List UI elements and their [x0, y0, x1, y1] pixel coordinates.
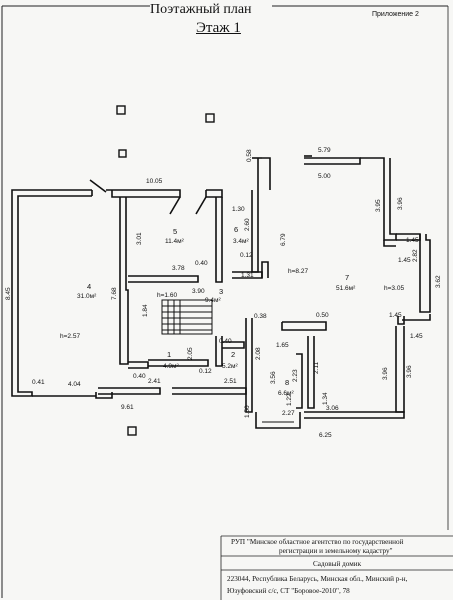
floor-label: Этаж 1	[196, 20, 241, 36]
dim-bay-side-a: 2.82	[412, 249, 419, 262]
dim-room8-left-b: 3.56	[270, 371, 277, 384]
dim-left-outer: 8.45	[5, 287, 12, 300]
dim-room2-bottom: 2.51	[224, 378, 237, 385]
stair	[161, 299, 213, 335]
room-5-area: 11.4м²	[165, 238, 185, 245]
dim-bay-bottom: 1.45	[389, 312, 402, 319]
dim-stair-width: 3.90	[192, 288, 205, 295]
dim-bay-side-b: 3.62	[435, 275, 442, 288]
stamp-org-line1: РУП "Минское областное агентство по госу…	[231, 538, 404, 546]
stair-height: h=1.60	[157, 292, 177, 299]
dim-room5-bottom-a: 3.78	[172, 265, 185, 272]
room-4-area: 31.0м²	[77, 293, 97, 300]
stamp-org-line2: регистрации и земельному кадастру"	[279, 547, 393, 555]
stamp-frame	[220, 535, 453, 600]
dim-room8-bottom: 2.27	[282, 410, 295, 417]
dim-room1-side: 2.05	[187, 347, 194, 360]
dim-corridor-len: 6.79	[280, 233, 287, 246]
dim-room6-bottom: 1.31	[241, 272, 254, 279]
room-2-area: 5.2м²	[222, 363, 239, 370]
dim-room8-mid: 2.23	[292, 369, 299, 382]
room-8-area: 6.6м²	[278, 390, 295, 397]
pillars	[116, 105, 215, 436]
room-3-number: 3	[219, 287, 223, 296]
dim-porch-width: 9.61	[121, 404, 134, 411]
room-labels: 4 31.0м² h=2.57 5 11.4м² 6 3.4м² 7 51.6м…	[60, 225, 404, 397]
plan-title: Поэтажный план	[150, 2, 252, 17]
room-6-number: 6	[234, 225, 238, 234]
dim-bay-top: 1.45	[406, 237, 419, 244]
dim-porch-top: 0.40	[133, 373, 146, 380]
dim-room4-bottom-b: 4.04	[68, 381, 81, 388]
dim-room5-left: 3.01	[136, 232, 143, 245]
dim-top-opening-b: 5.00	[318, 173, 331, 180]
dim-room6-side: 2.60	[244, 218, 251, 231]
dim-room4-left: 7.68	[111, 287, 118, 300]
room-5-number: 5	[173, 227, 177, 236]
dim-right-wing-b: 3.96	[397, 197, 404, 210]
dim-top-opening: 5.79	[318, 147, 331, 154]
dim-room2-gap: 0.12	[199, 368, 212, 375]
dim-pillar-a: 0.38	[254, 313, 267, 320]
title-stamp: РУП "Минское областное агентство по госу…	[221, 535, 453, 600]
walls	[11, 155, 431, 429]
dim-bottom-left: 1.50	[244, 405, 251, 418]
dim-room8-door-a: 1.22	[286, 393, 293, 406]
room-4-height: h=2.57	[60, 333, 80, 340]
dim-bottom-total: 6.25	[319, 432, 332, 439]
room-7-height: h=8.27	[288, 268, 308, 275]
dim-right-lower-b: 3.96	[406, 365, 413, 378]
dim-bottom-right: 3.06	[326, 405, 339, 412]
room-1-number: 1	[167, 350, 171, 359]
dim-room8-right: 2.11	[313, 361, 320, 374]
room-3-area: 9.4м²	[205, 297, 222, 304]
room-1-area: 4.9м²	[163, 363, 180, 370]
bay-height: h=3.05	[384, 285, 404, 292]
dim-room6-gap: 0.12	[240, 252, 253, 259]
dim-pillar-b: 0.50	[316, 312, 329, 319]
stamp-object: Садовый домик	[313, 560, 362, 568]
dim-room8-left-a: 2.08	[255, 347, 262, 360]
dim-room8-door-b: 1.34	[322, 392, 329, 405]
dim-bay-bottom-b: 1.45	[410, 333, 423, 340]
dim-stair-side: 1.84	[142, 304, 149, 317]
dimension-labels: 10.05 8.45 7.68 0.41 4.04 0.40 9.61 3.01…	[5, 147, 442, 439]
stamp-address-line1: 223044, Республика Беларусь, Минская обл…	[227, 575, 408, 583]
appendix-label: Приложение 2	[372, 11, 419, 18]
dim-room6-top: 1.30	[232, 206, 245, 213]
room-2-number: 2	[231, 350, 235, 359]
dim-room5-bottom-b: 0.40	[195, 260, 208, 267]
dim-corridor-top: 0.58	[246, 149, 253, 162]
dim-room8-top: 1.65	[276, 342, 289, 349]
dim-room1-bottom: 2.41	[148, 378, 161, 385]
dim-right-wing-a: 3.95	[375, 199, 382, 212]
room-4-number: 4	[87, 282, 91, 291]
room-8-number: 8	[285, 378, 289, 387]
room-7-area: 51.6м²	[336, 285, 356, 292]
dim-top-left-wall: 10.05	[146, 178, 163, 185]
room-6-area: 3.4м²	[233, 238, 250, 245]
dim-room4-bottom-a: 0.41	[32, 379, 45, 386]
sheet-frame	[1, 5, 449, 598]
dim-hall-bottom: 0.40	[219, 338, 232, 345]
dim-bay-top-b: 1.45	[398, 257, 411, 264]
stamp-address-line2: Юзуфовский с/с, СТ "Боровое-2010", 78	[227, 587, 350, 595]
dim-right-lower-a: 3.96	[382, 367, 389, 380]
room-7-number: 7	[345, 273, 349, 282]
